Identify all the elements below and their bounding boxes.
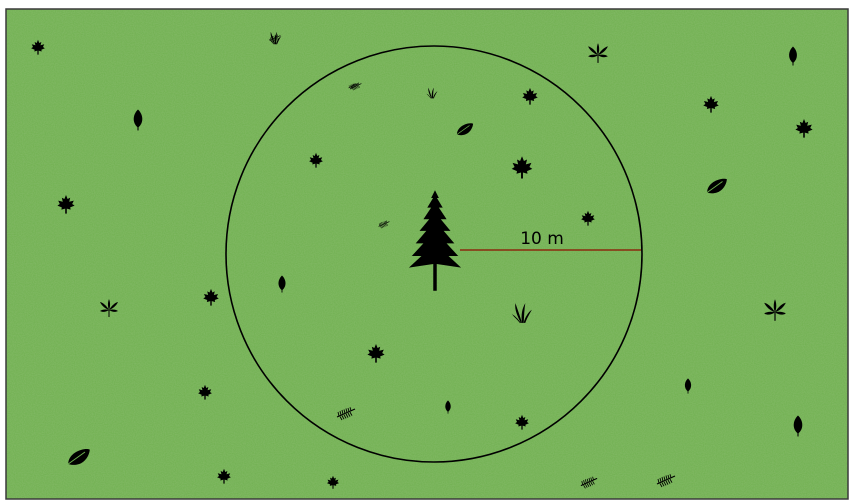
radius-label: 10 m [520,229,564,249]
frame-border [5,8,849,500]
plot-circle [225,45,643,463]
